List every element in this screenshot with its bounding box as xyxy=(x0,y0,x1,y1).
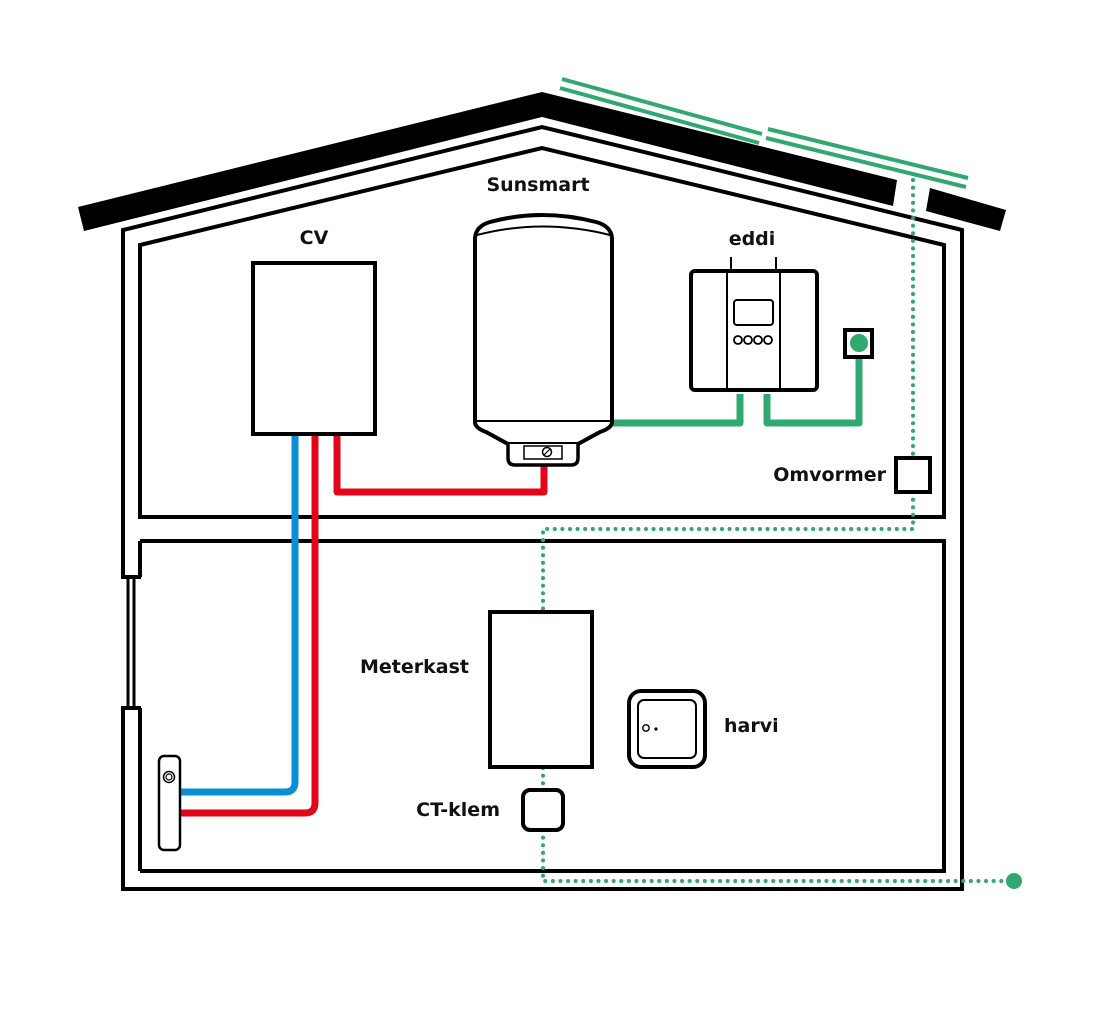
sunsmart-tank-body[interactable] xyxy=(473,213,614,446)
meterkast-meter-cabinet[interactable]: Meterkast xyxy=(360,610,594,769)
solar-panel-2-bottom xyxy=(765,136,967,189)
solar-panel-1-bottom xyxy=(559,86,760,145)
cv-boiler[interactable]: CV xyxy=(251,227,377,436)
omvormer-label: Omvormer xyxy=(773,464,886,486)
cv-boiler-box[interactable] xyxy=(251,261,377,436)
roof-right xyxy=(542,92,897,206)
wall-opening-top-cap xyxy=(121,575,141,579)
hot-water-pipe-radiator xyxy=(178,434,319,817)
eddi-button-1 xyxy=(733,335,743,345)
eddi-display-screen xyxy=(733,299,774,326)
harvi-sensor[interactable]: harvi xyxy=(627,689,779,769)
eddi-label: eddi xyxy=(729,228,776,250)
eddi-cables xyxy=(612,344,863,427)
omvormer-box[interactable] xyxy=(894,456,932,494)
eddi-housing[interactable] xyxy=(689,269,819,392)
outer-wall xyxy=(121,124,964,891)
eddi-button-4 xyxy=(763,335,773,345)
radiator-body[interactable] xyxy=(157,754,182,852)
roof-right-end xyxy=(926,188,1006,231)
eddi-button-3 xyxy=(753,335,763,345)
wall-socket-plug xyxy=(850,334,868,352)
upper-floor-room xyxy=(138,145,946,519)
roof xyxy=(78,92,1006,231)
omvormer-to-meterkast-cable xyxy=(541,490,915,612)
eddi-to-sunsmart-cable xyxy=(612,394,744,427)
sunsmart-boiler[interactable]: Sunsmart xyxy=(473,174,614,467)
omvormer-inverter[interactable]: Omvormer xyxy=(773,456,932,494)
ct-klem-box[interactable] xyxy=(521,788,565,832)
solar-panel-1-top xyxy=(561,77,763,136)
meterkast-label: Meterkast xyxy=(360,656,469,678)
eddi-to-socket-cable xyxy=(763,344,863,427)
outer-walls xyxy=(121,124,964,891)
hot-water-pipe-sunsmart xyxy=(333,434,548,496)
sunsmart-label: Sunsmart xyxy=(486,174,589,196)
ct-klem-label: CT-klem xyxy=(416,799,500,821)
harvi-inner-frame xyxy=(637,699,697,759)
ct-klem-clamp[interactable]: CT-klem xyxy=(416,788,565,832)
radiator[interactable] xyxy=(157,754,182,852)
meterkast-box[interactable] xyxy=(488,610,594,769)
wall-opening-bottom-cap xyxy=(121,706,141,710)
pipes xyxy=(178,434,548,817)
ctklem-to-grid-cable xyxy=(541,828,1012,883)
solar-panel-2-top xyxy=(767,127,969,180)
cv-label: CV xyxy=(300,227,329,249)
sunsmart-tank-top-rim xyxy=(476,225,611,236)
eddi-device[interactable]: eddi xyxy=(689,228,819,392)
cold-water-pipe xyxy=(178,434,299,796)
grid-connection-dot xyxy=(1006,873,1022,889)
roof-left xyxy=(78,92,542,231)
solar-panels xyxy=(559,77,969,189)
wall-socket[interactable] xyxy=(843,328,874,359)
harvi-led-ring xyxy=(642,724,650,732)
dotted-cables xyxy=(541,178,1022,889)
radiator-valve-inner xyxy=(165,773,173,781)
eddi-button-2 xyxy=(743,335,753,345)
harvi-led-dot xyxy=(654,727,658,731)
harvi-label: harvi xyxy=(724,715,779,737)
sunsmart-knob-slot xyxy=(543,448,551,456)
